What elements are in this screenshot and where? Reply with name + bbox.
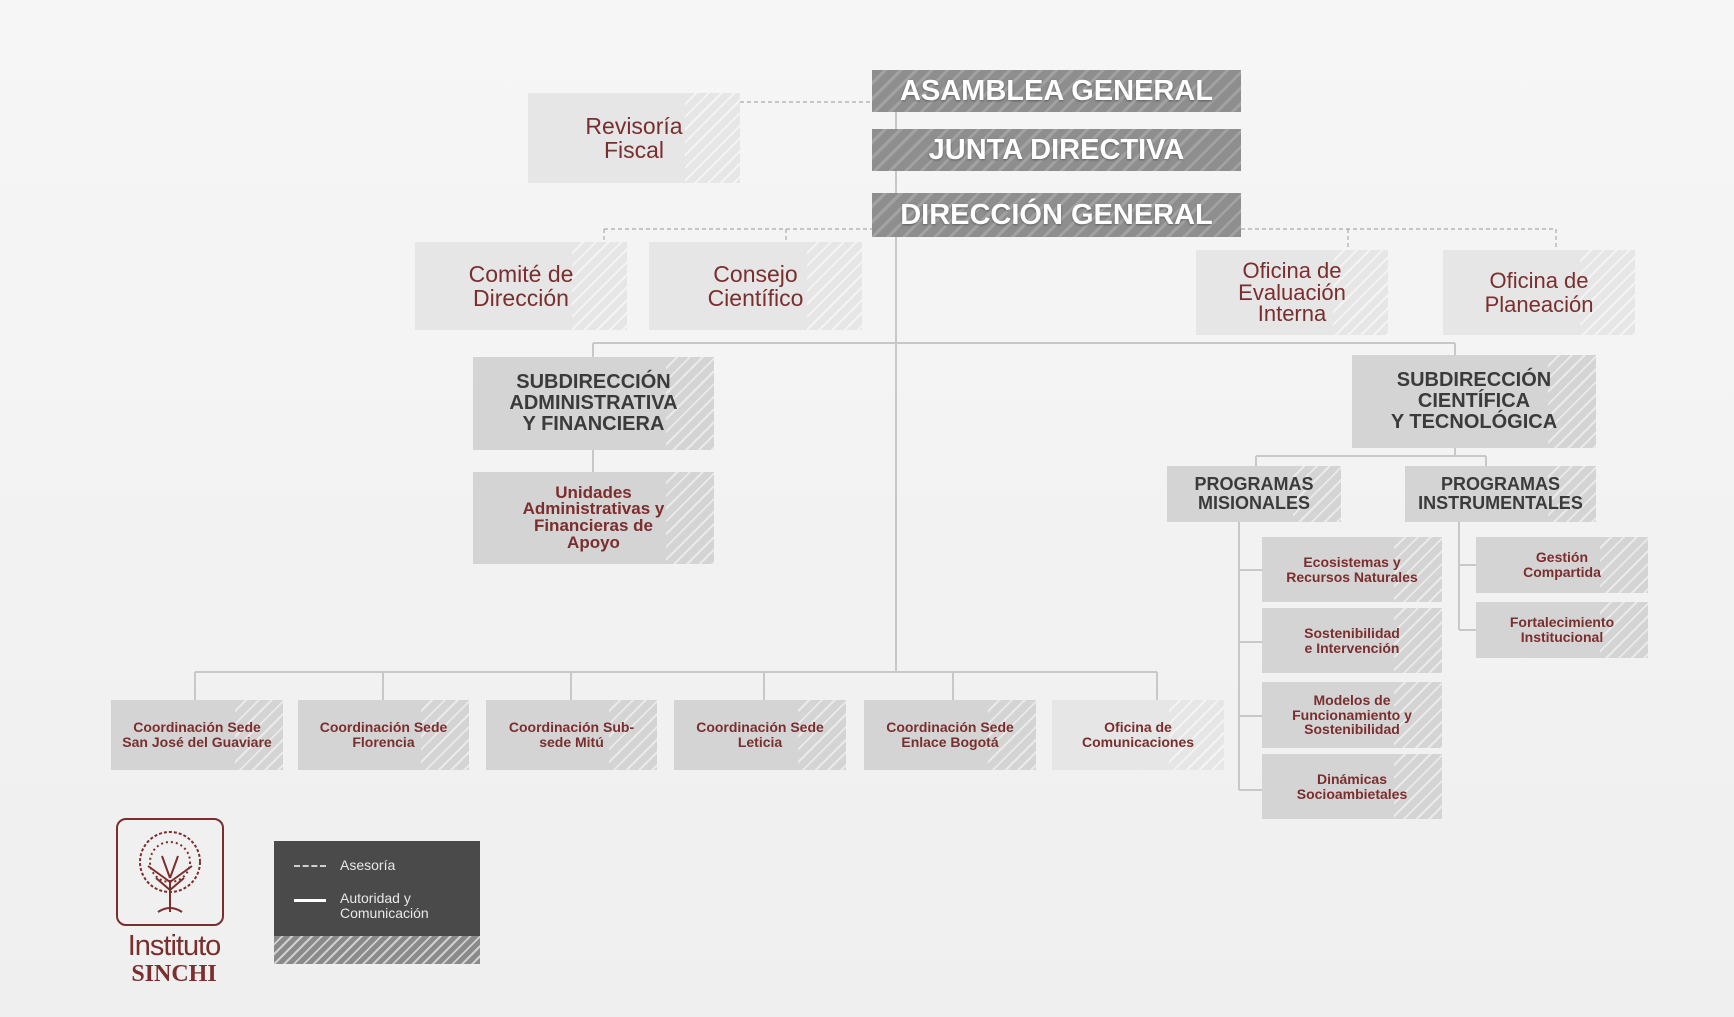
planeacion-line-2: Planeación: [1484, 291, 1594, 317]
legend-item-asesoria: Asesoría: [294, 857, 395, 873]
direccion-general-box: DIRECCIÓN GENERAL: [872, 193, 1241, 237]
dashed-line-icon: [294, 865, 326, 867]
dinamicas-line-1: Dinámicas: [1316, 770, 1388, 787]
sede-bogota-line-2: Enlace Bogotá: [901, 734, 999, 750]
asamblea-general-box: ASAMBLEA GENERAL: [872, 70, 1241, 112]
evaluacion-line-3: Interna: [1257, 301, 1327, 327]
misionales-line-1: PROGRAMAS: [1194, 474, 1314, 495]
fortalecimiento-line-1: Fortalecimiento: [1509, 614, 1615, 631]
junta-directiva-label: JUNTA DIRECTIVA: [928, 133, 1185, 166]
fortalecimiento-line-2: Institucional: [1520, 629, 1604, 645]
instrumentales-line-1: PROGRAMAS: [1440, 474, 1560, 495]
sede-san-jose-line-1: Coordinación Sede: [133, 719, 261, 736]
revisoria-line-2: Fiscal: [603, 137, 665, 163]
sub-cient-line-3: Y TECNOLÓGICA: [1390, 411, 1558, 433]
unidades-line-2: Administrativas y: [522, 499, 665, 519]
comunicaciones-line-1: Oficina de: [1104, 719, 1172, 736]
consejo-line-1: Consejo: [713, 260, 798, 287]
junta-directiva-box: JUNTA DIRECTIVA: [872, 129, 1241, 171]
sede-leticia-line-1: Coordinación Sede: [696, 719, 824, 736]
legend-autoridad-line-2: Comunicación: [340, 904, 429, 921]
sede-leticia-line-2: Leticia: [737, 734, 783, 750]
instrumentales-line-2: INSTRUMENTALES: [1418, 493, 1583, 513]
modelos-line-3: Sostenibilidad: [1304, 721, 1400, 738]
sub-cient-line-2: CIENTÍFICA: [1417, 390, 1531, 412]
ecosistemas-line-1: Ecosistemas y: [1303, 553, 1401, 570]
gestion-line-2: Compartida: [1523, 564, 1601, 580]
dinamicas-line-2: Socioambietales: [1296, 785, 1408, 802]
sostenibilidad-line-1: Sostenibilidad: [1304, 624, 1400, 641]
asamblea-general-label: ASAMBLEA GENERAL: [899, 74, 1214, 107]
sub-admin-line-2: ADMINISTRATIVA: [509, 392, 678, 414]
instituto-sinchi-logo: Instituto SINCHI: [110, 818, 238, 988]
unidades-line-1: Unidades: [555, 482, 632, 502]
comite-line-2: Dirección: [473, 285, 569, 311]
sede-florencia-line-1: Coordinación Sede: [319, 719, 448, 736]
modelos-line-2: Funcionamiento y: [1292, 706, 1412, 723]
revisoria-line-1: Revisoría: [585, 112, 683, 139]
direccion-general-label: DIRECCIÓN GENERAL: [900, 198, 1213, 231]
comite-line-1: Comité de: [468, 260, 574, 287]
sede-san-jose-line-2: San José del Guaviare: [122, 734, 272, 750]
modelos-line-1: Modelos de: [1313, 691, 1391, 708]
legend-asesoria-label: Asesoría: [340, 857, 396, 873]
sub-admin-line-3: Y FINANCIERA: [522, 413, 665, 435]
evaluacion-line-2: Evaluación: [1238, 279, 1346, 305]
gestion-line-1: Gestión: [1535, 549, 1589, 566]
sub-admin-line-1: SUBDIRECCIÓN: [516, 371, 671, 393]
logo-name-sinchi: SINCHI: [131, 961, 217, 987]
unidades-line-4: Apoyo: [567, 532, 620, 552]
sede-florencia-line-2: Florencia: [352, 734, 415, 750]
solid-line-icon: [294, 899, 326, 902]
sub-cient-line-1: SUBDIRECCIÓN: [1396, 369, 1552, 391]
sede-mitu-line-2: sede Mitú: [539, 734, 604, 750]
sede-mitu-line-1: Coordinación Sub-: [508, 719, 635, 736]
legend-hatch-strip: [274, 936, 480, 964]
sostenibilidad-line-2: e Intervención: [1304, 639, 1400, 656]
planeacion-line-1: Oficina de: [1489, 268, 1589, 294]
sede-mitu-box: Coordinación Sub-sede Mitú: [486, 700, 657, 770]
tree-icon: [116, 818, 224, 926]
sede-bogota-line-1: Coordinación Sede: [886, 719, 1014, 736]
legend-autoridad-line-1: Autoridad y: [340, 890, 411, 906]
unidades-line-3: Financieras de: [533, 516, 654, 535]
logo-name-instituto: Instituto: [127, 930, 222, 962]
misionales-line-2: MISIONALES: [1197, 493, 1310, 513]
ecosistemas-line-2: Recursos Naturales: [1286, 568, 1418, 585]
evaluacion-line-1: Oficina de: [1242, 258, 1342, 284]
comunicaciones-line-2: Comunicaciones: [1081, 734, 1195, 750]
consejo-line-2: Científico: [707, 285, 804, 311]
